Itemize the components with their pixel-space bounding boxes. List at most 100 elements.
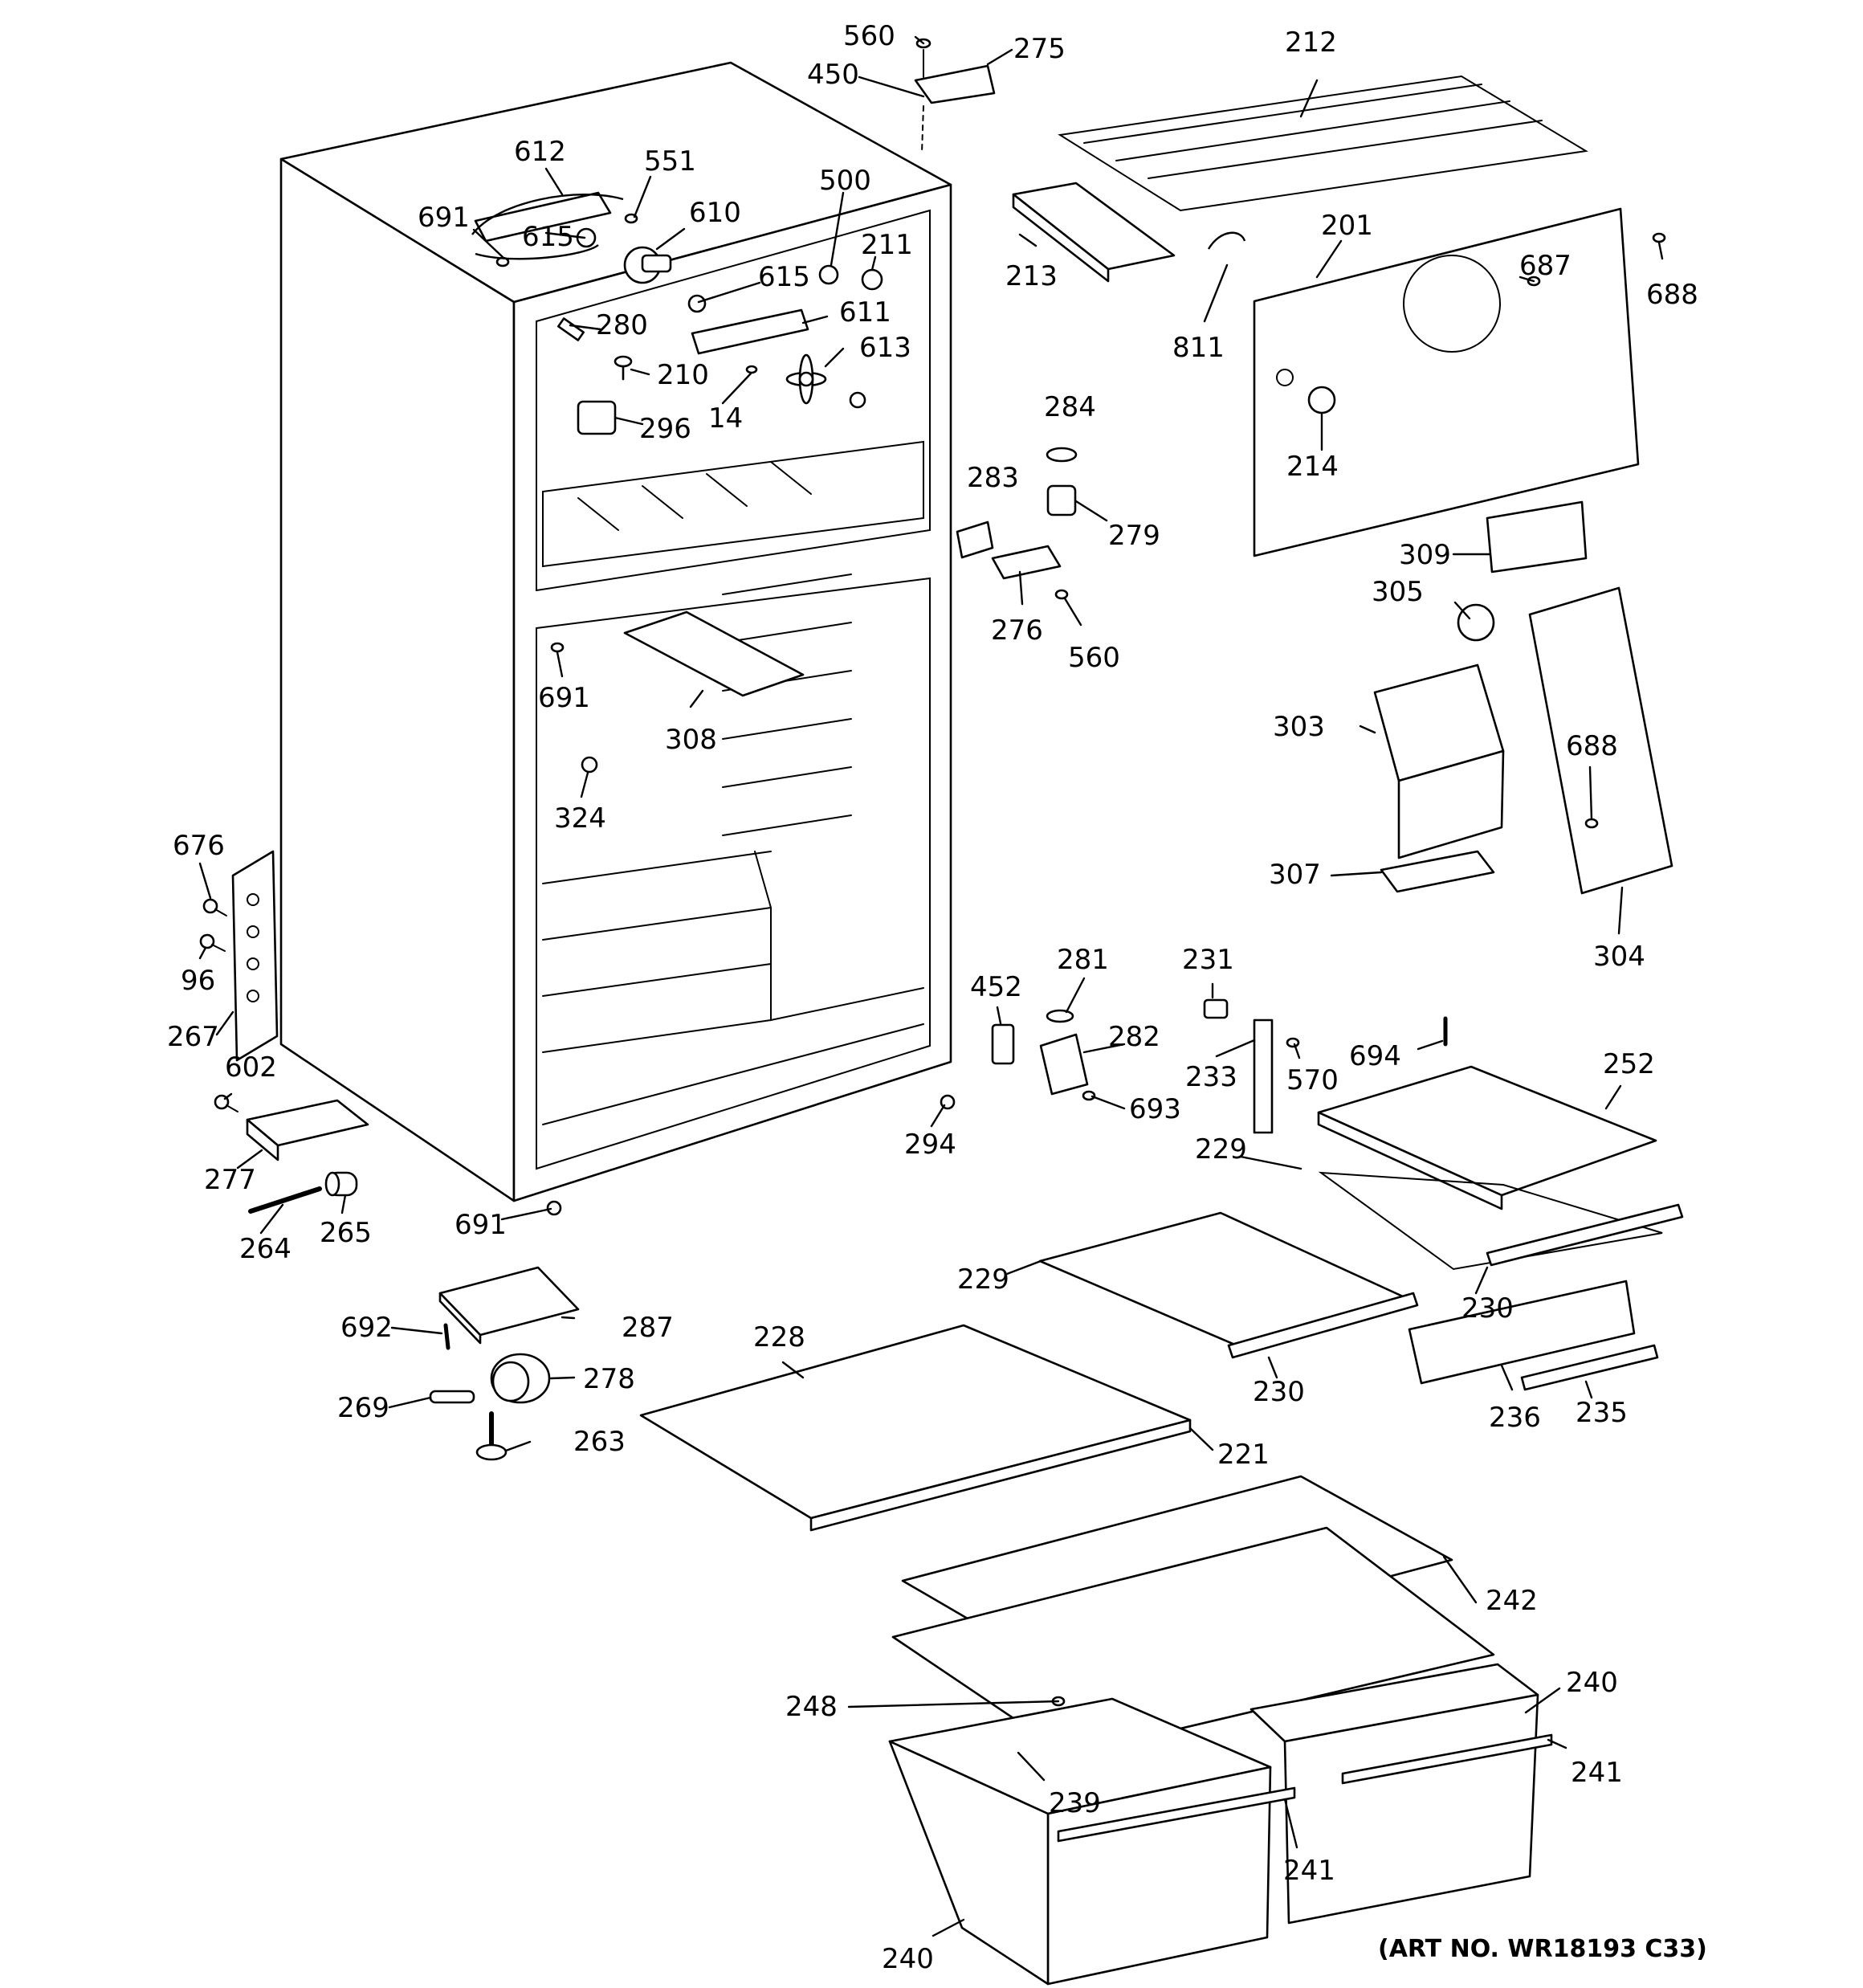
trim-241-b [1341,1733,1553,1785]
callout-283: 283 [967,462,1019,494]
callout-14: 14 [708,402,743,435]
callout-221: 221 [1217,1439,1270,1471]
hinge-276 [991,545,1062,580]
callout-296: 296 [639,413,691,445]
callout-230-right: 230 [1461,1292,1514,1325]
callout-613: 613 [859,332,911,364]
callout-692: 692 [340,1312,393,1344]
art-number: (ART NO. WR18193 C33) [1378,1935,1707,1963]
spacer-283 [956,520,994,559]
callout-612: 612 [514,136,566,168]
ice-tray-213 [1012,182,1176,283]
callout-281: 281 [1057,944,1109,976]
callout-229-left: 229 [957,1263,1009,1296]
callout-236: 236 [1489,1402,1541,1434]
screw-14 [745,365,758,374]
screw-693 [1082,1090,1096,1101]
hinge-plate-267 [231,850,279,1062]
screw-602 [214,1094,238,1112]
bracket-611 [691,308,809,355]
callout-241-left: 241 [1283,1855,1335,1887]
bracket-287 [438,1266,580,1345]
fan-613 [785,353,827,405]
callout-211: 211 [861,229,913,261]
callout-287: 287 [622,1312,674,1344]
callout-96: 96 [181,965,215,997]
callout-560-top: 560 [843,20,895,52]
trim-241-a [1057,1786,1296,1843]
callout-693: 693 [1129,1093,1181,1125]
label-309 [1486,500,1588,574]
callout-687: 687 [1519,250,1572,282]
shelf-229-left [1038,1211,1415,1347]
callout-560-mid: 560 [1068,642,1120,674]
callout-294: 294 [904,1129,956,1161]
callout-284: 284 [1044,391,1096,423]
screw-692 [443,1323,450,1350]
callout-229-top: 229 [1195,1133,1247,1165]
knob-305 [1457,603,1495,642]
callout-307: 307 [1269,859,1321,891]
callout-264: 264 [239,1233,291,1265]
leader-lines [198,35,1664,1937]
callout-610: 610 [689,197,741,229]
callout-278: 278 [583,1363,635,1395]
callout-labels: 560 275 450 212 612 551 500 691 615 610 … [167,20,1707,1975]
callout-688-top: 688 [1646,279,1698,311]
screw-691-mid [550,642,565,653]
callout-239: 239 [1049,1787,1101,1819]
callout-450: 450 [807,59,859,91]
shelf-228 [639,1324,1192,1532]
cabinet [279,61,952,1202]
wire-harness [471,194,624,260]
callout-570: 570 [1286,1064,1339,1096]
axle-264 [248,1186,322,1214]
callout-691-bottom: 691 [455,1209,507,1241]
callout-615-top: 615 [522,221,574,253]
crisper-frame-239 [891,1526,1495,1757]
callout-235: 235 [1576,1397,1628,1429]
screw-688-b [1584,818,1599,829]
clip-211 [861,268,883,291]
screw-560-mid [1054,589,1069,600]
screw-96 [199,933,226,952]
callout-212: 212 [1285,27,1337,59]
callout-214: 214 [1286,451,1339,483]
callout-280: 280 [596,309,648,341]
bracket-277 [246,1099,369,1161]
screw-570 [1286,1037,1300,1048]
callout-452: 452 [970,971,1022,1003]
screw-691-bottom [546,1200,562,1216]
callout-240-right: 240 [1566,1667,1618,1699]
shelf-308 [623,610,805,697]
trim-235 [1520,1344,1659,1391]
screw-676 [202,898,227,916]
callout-231: 231 [1182,944,1234,976]
callout-240-left: 240 [882,1943,934,1975]
leveler-263 [475,1411,508,1461]
callout-694: 694 [1349,1040,1401,1072]
callout-277: 277 [204,1164,256,1196]
callout-213: 213 [1005,260,1058,292]
callout-265: 265 [320,1217,372,1249]
callout-228: 228 [753,1321,805,1353]
callout-305: 305 [1372,576,1424,608]
grommet-500 [818,264,839,285]
panel-201 [1253,207,1640,557]
trim-230-a [1227,1292,1419,1359]
screw-688 [1652,232,1666,243]
callout-602: 602 [225,1051,277,1084]
callout-811: 811 [1172,332,1225,364]
wire-shelf-212 [1058,75,1588,212]
callout-275: 275 [1013,33,1066,65]
roller-265 [324,1171,358,1197]
callout-309: 309 [1399,539,1451,571]
shelf-229-right [1318,1171,1663,1271]
callout-676: 676 [173,830,225,862]
washer-281 [1046,1009,1074,1023]
clip-613-b [849,391,866,409]
pin-269 [429,1390,475,1404]
housing-303 [1373,663,1505,859]
callout-303: 303 [1273,711,1325,743]
